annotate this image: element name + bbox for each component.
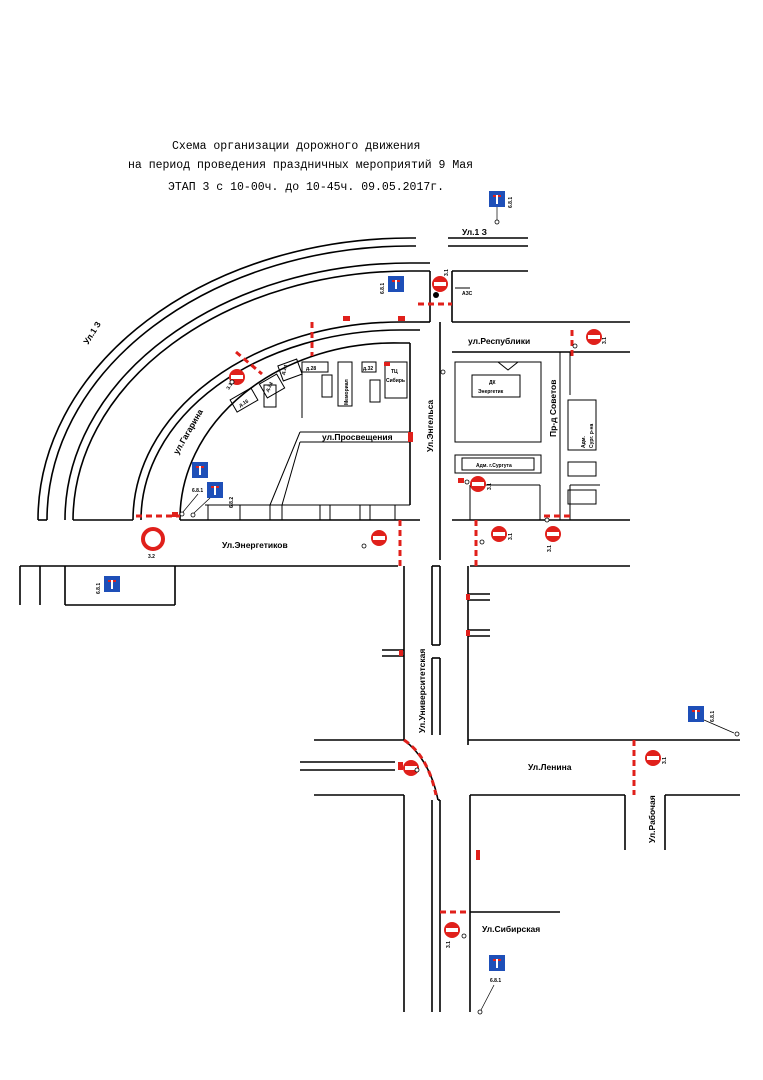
barrier-university-curve [403, 738, 438, 796]
dead-end-icon [489, 955, 505, 971]
label-adm-surg-1: Адм. [581, 436, 587, 448]
label-dk-1: ДК [489, 380, 497, 386]
street-labels: Ул.1 З Ул.1 З ул.Республики Ул.Энергетик… [81, 227, 657, 934]
street-energetikov: Ул.Энергетиков [222, 540, 288, 550]
title-line-1: Схема организации дорожного движения [172, 140, 420, 153]
street-sibirskaya: Ул.Сибирская [482, 924, 540, 934]
street-ul-1z-arc: Ул.1 З [81, 320, 103, 346]
code-3-2: 3.2 [148, 554, 155, 560]
label-d32: д.32 [363, 366, 373, 372]
label-adm-surguta: Адм. г.Сургута [476, 463, 512, 469]
dead-end-icon [688, 706, 704, 722]
code-6-8-1: 6.8.1 [96, 583, 102, 594]
no-traffic-sign: 3.2 [141, 527, 165, 560]
sign-codes: 3.1 3.1 3.1 3.1 3.1 3.1 3.1 3.1 [226, 269, 668, 948]
label-d28: д.28 [306, 366, 316, 372]
no-traffic-icon [141, 527, 165, 551]
code-3-1: 3.1 [662, 757, 668, 764]
code-3-1: 3.1 [508, 533, 514, 540]
street-prosvescheniya: ул.Просвещения [322, 432, 393, 442]
code-3-1: 3.1 [547, 545, 553, 552]
title-line-2: на период проведения праздничных меропри… [128, 159, 473, 172]
no-entry-icon [545, 526, 561, 542]
no-entry-icon [479, 526, 507, 545]
street-rabochaya: Ул.Рабочая [647, 795, 657, 843]
barrier-gagarina-diag [235, 350, 263, 376]
street-engelsa: Ул.Энгельса [425, 400, 435, 452]
code-6-8-1: 6.8.1 [508, 197, 514, 208]
no-entry-icon [645, 750, 661, 766]
no-entry-icon [432, 276, 448, 298]
code-3-1: 3.1 [444, 269, 450, 276]
building-dk [454, 361, 542, 443]
label-tc-1: ТЦ [391, 369, 398, 375]
dead-end-icon [489, 191, 505, 207]
barriers [136, 302, 636, 914]
street-gagarina: ул.Гагарина [171, 407, 205, 456]
no-entry-icon [403, 760, 419, 776]
street-pr-sovetov: Пр-д Советов [548, 380, 558, 437]
code-3-1: 3.1 [226, 382, 235, 391]
street-lenina: Ул.Ленина [528, 762, 572, 772]
no-entry-icon [361, 530, 387, 549]
label-tc-2: Сибирь [386, 377, 405, 384]
no-entry-signs [229, 276, 661, 938]
no-entry-icon [444, 922, 460, 938]
code-6-8-1: 6.8.1 [710, 711, 716, 722]
label-memorial: Мемориал [344, 379, 350, 405]
street-universitetskaya: Ул.Университетская [417, 649, 427, 733]
dead-end-icon [388, 276, 404, 292]
label-adm-surg-2: Сург. р-на [589, 424, 595, 448]
code-3-1: 3.1 [602, 337, 608, 344]
dead-end-icon [207, 482, 223, 498]
title-line-3: ЭТАП 3 с 10-00ч. до 10-45ч. 09.05.2017г. [168, 181, 444, 194]
dead-end-icon [192, 462, 208, 478]
code-3-1: 3.1 [446, 941, 452, 948]
label-dk-2: Энергетик [478, 389, 504, 395]
label-d24a: д.24 [280, 364, 289, 376]
label-azs: АЗС [462, 291, 473, 297]
buildings: АЗС ДК Энергетик Адм. г.Сургута Адм. Сур… [205, 287, 600, 520]
code-6-8-1: 6.8.1 [490, 978, 501, 984]
label-d24b: д.24 [265, 381, 275, 393]
curved-roads [37, 237, 528, 521]
code-6-8-1: 6.8.1 [192, 488, 203, 494]
code-3-1: 3.1 [487, 483, 493, 490]
no-entry-icon [572, 329, 602, 349]
no-entry-icon [470, 476, 486, 492]
dead-end-signs: 6.8.1 6.8.1 6.8.1 6.8.2 6.8.1 6.8.1 [96, 191, 740, 1015]
code-6-8-2: 6.8.2 [229, 497, 235, 508]
code-6-8-1: 6.8.1 [380, 283, 386, 294]
dead-end-icon [104, 576, 120, 592]
street-respubliki: ул.Республики [468, 336, 530, 346]
red-ticks [172, 316, 480, 860]
street-ul-1z-top: Ул.1 З [462, 227, 487, 237]
label-d16: д.16 [238, 398, 250, 408]
